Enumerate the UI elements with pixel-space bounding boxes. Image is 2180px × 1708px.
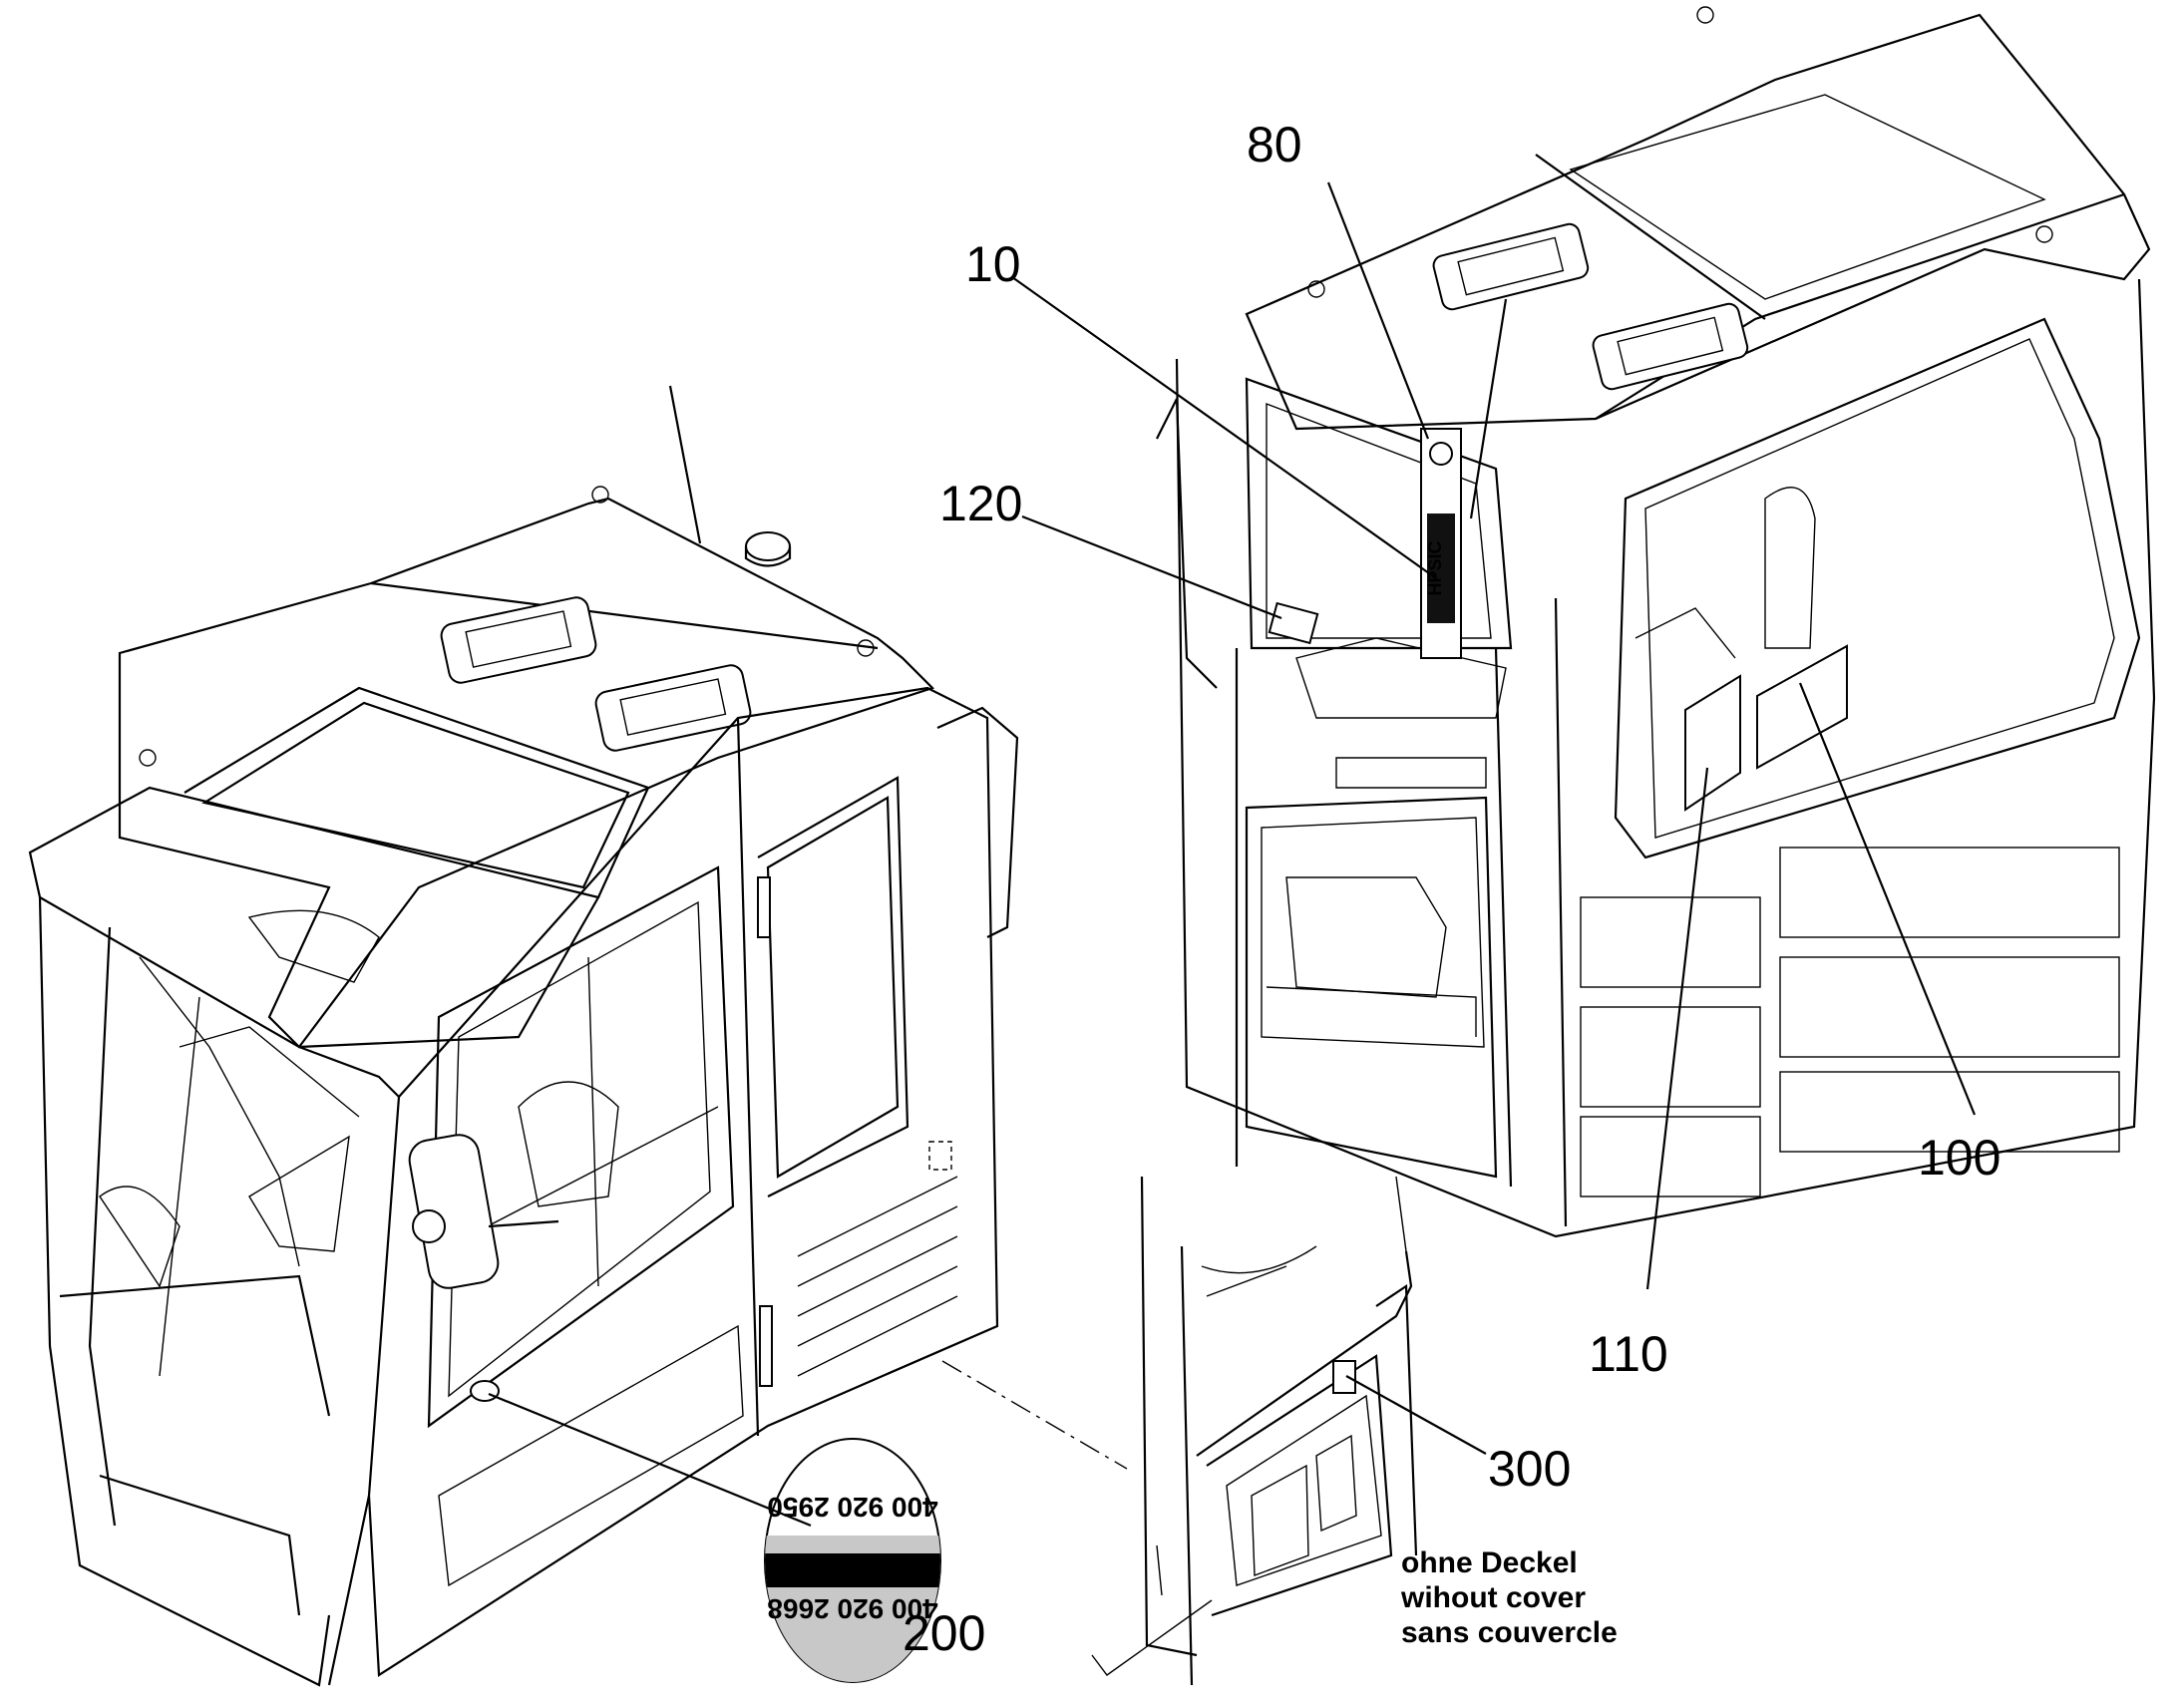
note-line-3: sans couvercle <box>1401 1616 1618 1649</box>
detail-connector-line <box>941 1360 1128 1470</box>
decal-100-marker <box>1756 644 1848 770</box>
callout-120: 120 <box>939 476 1022 531</box>
right-cab-drawing: HPSIC <box>1156 6 2156 1238</box>
callout-100: 100 <box>1918 1130 2000 1186</box>
callout-300: 300 <box>1488 1441 1571 1497</box>
decal-brand: LIEBHERR <box>801 1557 904 1579</box>
side-decal-text: HPSIC <box>1425 540 1445 595</box>
decal-120-marker <box>1268 601 1319 645</box>
callout-200: 200 <box>903 1605 985 1661</box>
callout-80: 80 <box>1247 117 1302 172</box>
left-cab-drawing <box>28 385 1019 1687</box>
leader-lines <box>488 181 1977 1528</box>
decal-part-top: 400 920 2668 <box>767 1593 937 1624</box>
door-decal-marker <box>470 1380 500 1402</box>
note-line-2: wihout cover <box>1400 1581 1586 1614</box>
decal-110-marker <box>1684 674 1741 812</box>
decal-300-marker <box>1332 1360 1356 1394</box>
detail-note: ohne Deckel wihout cover sans couvercle <box>1400 1546 1618 1649</box>
detail-view-drawing <box>1091 1176 1418 1686</box>
decal-part-bottom: 400 920 2950 <box>767 1492 937 1523</box>
note-line-1: ohne Deckel <box>1401 1546 1578 1579</box>
callout-10: 10 <box>965 236 1021 292</box>
decal-10-marker <box>1427 513 1455 623</box>
callout-110: 110 <box>1589 1326 1668 1382</box>
